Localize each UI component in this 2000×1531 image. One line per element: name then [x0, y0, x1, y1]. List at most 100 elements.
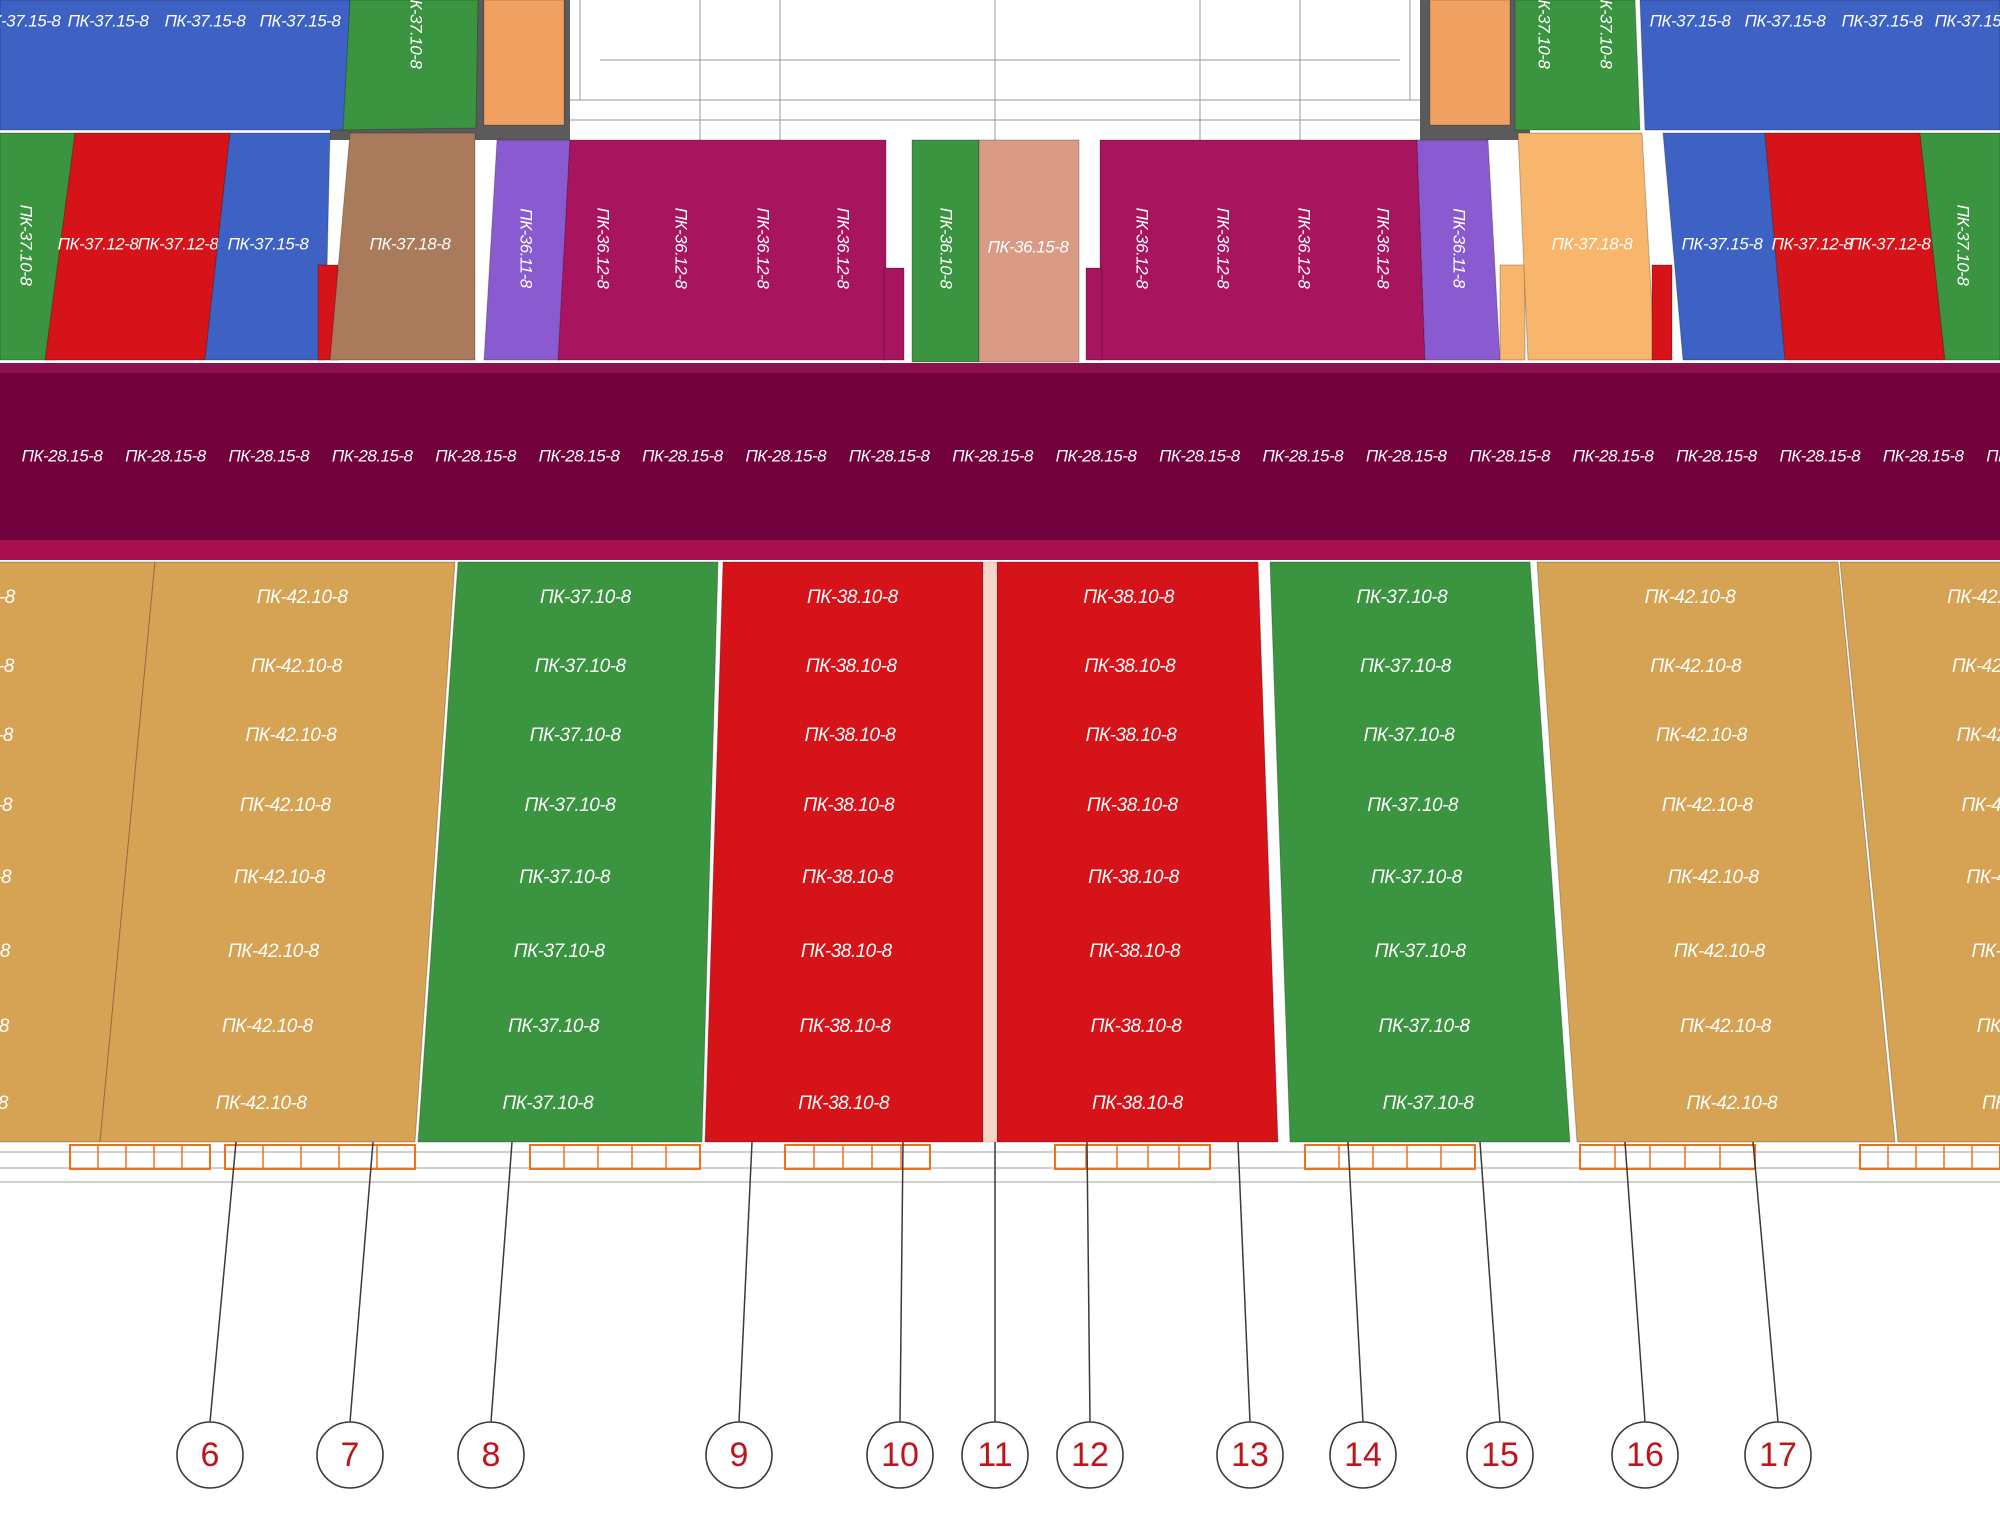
panel-column-8: ПК-42.10-8ПК-42.10-8ПК-42.10-8ПК-42.10-8… [1839, 561, 2000, 1143]
axis-marker-14: 14 [1329, 1141, 1397, 1489]
axis-label: 9 [730, 1436, 749, 1474]
axis-label: 13 [1231, 1436, 1269, 1474]
panel-column-body [1536, 561, 1896, 1143]
panel-label: ПК-38.10-8 [1083, 587, 1175, 608]
beam-label: ПК-28.15-8 [1366, 446, 1448, 465]
panel-label: ПК-37.12-8 [1850, 234, 1932, 253]
panel-label: ПК-37.10-8 [519, 867, 611, 888]
panel-label: ПК-38.10-8 [1086, 725, 1178, 746]
panel-label: ПК-37.10-8 [535, 656, 627, 677]
panel-label: ПК-38.10-8 [1087, 795, 1179, 816]
beam-label: ПК-28.15-8 [1676, 446, 1758, 465]
panel-label: ПК-37.12-8 [1772, 234, 1854, 253]
axis-marker-16: 16 [1611, 1141, 1679, 1489]
panel-label: ПК-42.10-8 [257, 587, 349, 608]
axis-circle [1329, 1421, 1397, 1489]
pallet-outline [1579, 1144, 1756, 1170]
panel-label: ПК-42.10-8 [0, 867, 12, 888]
panel-label: ПК-36.11-8 [1450, 208, 1469, 288]
axis-label: 12 [1071, 1436, 1109, 1474]
axis-label: 10 [881, 1436, 919, 1474]
axis-circle [1056, 1421, 1124, 1489]
panel-label: ПК-37.10-8 [1367, 795, 1459, 816]
panel-label: ПК-37.10-8 [514, 941, 606, 962]
pallet-outline [1054, 1144, 1211, 1170]
panel-label: ПК-37.15-8 [260, 11, 342, 30]
beam-label: ПК-28.15-8 [1159, 446, 1241, 465]
panel-column-body [99, 561, 456, 1143]
axis-marker-10: 10 [866, 1141, 934, 1489]
panel-column-body [417, 561, 719, 1143]
panel-label: ПК-42.10-8 [0, 941, 11, 962]
panel-label: ПК-42.10-8 [228, 941, 320, 962]
axis-label: 15 [1481, 1436, 1519, 1474]
top-panel-row: ПК-37.15-8ПК-37.15-8ПК-37.15-8ПК-37.15-8… [0, 0, 2000, 131]
axis-marker-6: 6 [176, 1141, 244, 1489]
pallet-outline [1859, 1144, 2000, 1170]
beam-bottom-edge [0, 540, 2000, 560]
panel-label: ПК-38.10-8 [1088, 867, 1180, 888]
axis-label: 8 [482, 1436, 501, 1474]
panel-label: ПК-42.10-8 [1977, 1016, 2000, 1037]
panel-label: ПК-37.10-8 [1360, 656, 1452, 677]
pallet-stack [483, 0, 565, 126]
panel-label: ПК-37.10-8 [1954, 205, 1973, 287]
axis-line [209, 1141, 237, 1423]
panel-label: ПК-38.10-8 [800, 1016, 892, 1037]
beam-label: ПК-28.15-8 [1779, 446, 1861, 465]
panel-label: ПК-37.12-8 [138, 234, 220, 253]
beam-label: ПК-28.15-8 [745, 446, 827, 465]
panel-label: ПК-37.15-8 [165, 11, 247, 30]
panel-label: ПК-36.12-8 [594, 208, 613, 290]
axis-marker-7: 7 [316, 1141, 384, 1489]
panel-label: ПК-37.10-8 [508, 1016, 600, 1037]
beam-label: ПК-28.15-8 [642, 446, 724, 465]
panel-magenta-edge [1085, 267, 1103, 361]
panel-salmon [978, 139, 1080, 363]
panel-label: ПК-42.10-8 [1680, 1016, 1772, 1037]
panel-label: ПК-37.10-8 [525, 795, 617, 816]
panel-label: ПК-42.10-8 [1957, 725, 2000, 746]
axis-marker-11: 11 [961, 1142, 1029, 1489]
axis-circle [457, 1421, 525, 1489]
axis-line [1086, 1141, 1091, 1423]
panel-label: ПК-42.10-8 [1668, 867, 1760, 888]
beam-label: ПК-28.15-8 [539, 446, 621, 465]
panel-label: ПК-42.10-8 [1662, 795, 1754, 816]
panel-label: ПК-37.12-8 [58, 234, 140, 253]
axis-label: 6 [201, 1436, 220, 1474]
panel-green [342, 0, 479, 131]
panel-column-body [704, 561, 984, 1143]
pallet-outline [1304, 1144, 1476, 1170]
beam-label: ПК-28.15-8 [849, 446, 931, 465]
panel-label: ПК-38.10-8 [1091, 1016, 1183, 1037]
axis-label: 7 [341, 1436, 360, 1474]
column-panel-stacks: ПК-42.10-8ПК-42.10-8ПК-42.10-8ПК-42.10-8… [0, 561, 2000, 1143]
beam-label: ПК-28.15-8 [1056, 446, 1138, 465]
panel-label: ПК-42.10-8 [222, 1016, 314, 1037]
beam-label: ПК-28.15-8 [22, 446, 104, 465]
panel-label: ПК-38.10-8 [807, 587, 899, 608]
panel-label: ПК-37.15-8 [228, 234, 310, 253]
beam-label: ПК-28.15-8 [125, 446, 207, 465]
panel-label: ПК-42.10-8 [1952, 656, 2000, 677]
axis-label: 16 [1626, 1436, 1664, 1474]
panel-green [1919, 132, 2000, 361]
panel-label: ПК-37.10-8 [502, 1093, 594, 1114]
panel-label: ПК-42.10-8 [216, 1093, 308, 1114]
panel-blue [1639, 0, 2000, 131]
panel-column-2: ПК-42.10-8ПК-42.10-8ПК-42.10-8ПК-42.10-8… [99, 561, 456, 1143]
beam-label: ПК-28.15-8 [1469, 446, 1551, 465]
panel-label: ПК-37.10-8 [530, 725, 622, 746]
panel-label: ПК-37.10-8 [1383, 1093, 1475, 1114]
panel-label: ПК-37.18-8 [370, 234, 452, 253]
panel-label: ПК-42.10-8 [1656, 725, 1748, 746]
axis-line [1479, 1141, 1501, 1423]
panel-label: ПК-37.10-8 [1356, 587, 1448, 608]
panel-label: ПК-36.12-8 [672, 208, 691, 290]
panel-label: ПК-36.15-8 [988, 237, 1070, 256]
panel-label: ПК-37.10-8 [407, 0, 426, 69]
beam-label: ПК-28.15-8 [435, 446, 517, 465]
panel-label: ПК-42.10-8 [0, 725, 14, 746]
